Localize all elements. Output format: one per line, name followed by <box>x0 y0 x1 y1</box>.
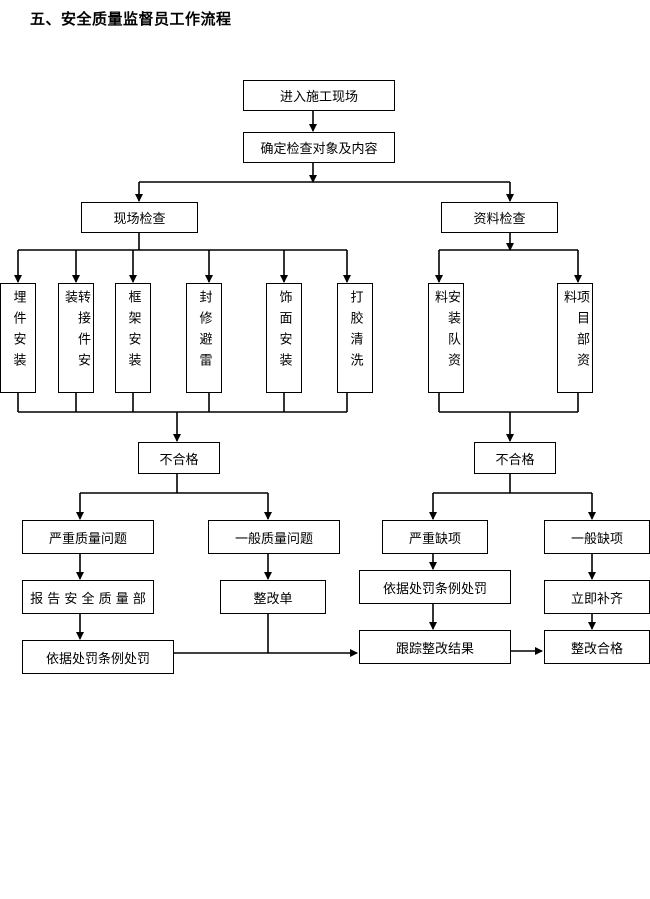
rectify-order-box: 整改单 <box>220 580 326 614</box>
site-item-label: 埋件安装 <box>10 290 26 374</box>
site-item-label: 封修避雷 <box>196 290 212 374</box>
serious-defect-box: 严重缺项 <box>382 520 488 554</box>
penalty-right-box: 依据处罚条例处罚 <box>359 570 511 604</box>
unqualified-right-box: 不合格 <box>474 442 556 474</box>
site-item-label: 打胶清洗 <box>347 290 363 374</box>
immediate-fix-box: 立即补齐 <box>544 580 650 614</box>
unqualified-left-box: 不合格 <box>138 442 220 474</box>
site-check-box: 现场检查 <box>81 202 198 233</box>
enter-site-box: 进入施工现场 <box>243 80 395 111</box>
rectify-pass-box: 整改合格 <box>544 630 650 664</box>
report-dept-box: 报 告 安 全 质 量 部 <box>22 580 154 614</box>
general-quality-box: 一般质量问题 <box>208 520 340 554</box>
site-item-seal-lightning: 封修避雷 <box>186 283 222 393</box>
doc-check-box: 资料检查 <box>441 202 558 233</box>
doc-item-label: 安装队资料 <box>432 290 460 374</box>
serious-quality-box: 严重质量问题 <box>22 520 154 554</box>
site-item-embedded-install: 埋件安装 <box>0 283 36 393</box>
site-item-facing-install: 饰面安装 <box>266 283 302 393</box>
determine-content-box: 确定检查对象及内容 <box>243 132 395 163</box>
site-item-label: 框架安装 <box>125 290 141 374</box>
site-item-adapter-install: 转接件安装 <box>58 283 94 393</box>
page-title: 五、安全质量监督员工作流程 <box>30 10 232 28</box>
doc-item-label: 项目部资料 <box>561 290 589 374</box>
track-result-box: 跟踪整改结果 <box>359 630 511 664</box>
doc-item-install-team: 安装队资料 <box>428 283 464 393</box>
site-item-glue-clean: 打胶清洗 <box>337 283 373 393</box>
doc-item-project-dept: 项目部资料 <box>557 283 593 393</box>
general-defect-box: 一般缺项 <box>544 520 650 554</box>
penalty-left-box: 依据处罚条例处罚 <box>22 640 174 674</box>
site-item-label: 饰面安装 <box>276 290 292 374</box>
site-item-label: 转接件安装 <box>62 290 90 374</box>
site-item-frame-install: 框架安装 <box>115 283 151 393</box>
